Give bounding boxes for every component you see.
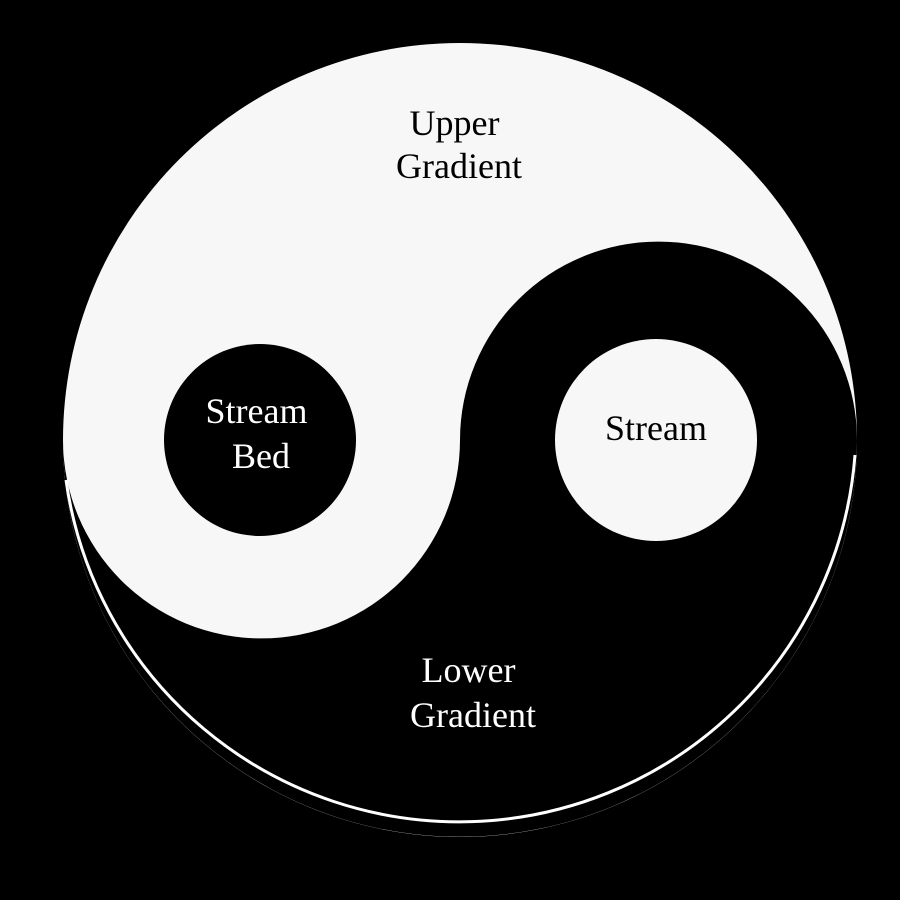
stream-line-1: Stream — [605, 408, 707, 448]
outer-rim-outline — [64, 454, 857, 824]
lower-gradient-line-1: Lower — [422, 650, 516, 690]
stream-bed-line-2: Bed — [232, 436, 290, 476]
lower-gradient-line-2: Gradient — [410, 695, 536, 735]
stream-bed-line-1: Stream — [206, 391, 308, 431]
stream-dot — [555, 339, 757, 541]
lower-gradient-label: Lower Gradient — [410, 650, 536, 735]
stream-bed-dot — [164, 344, 356, 536]
upper-gradient-line-2: Gradient — [396, 146, 522, 186]
stream-bed-label: Stream Bed — [206, 391, 317, 476]
stream-label: Stream — [605, 408, 707, 448]
upper-gradient-label: Upper Gradient — [396, 103, 522, 186]
upper-gradient-line-1: Upper — [410, 103, 500, 143]
